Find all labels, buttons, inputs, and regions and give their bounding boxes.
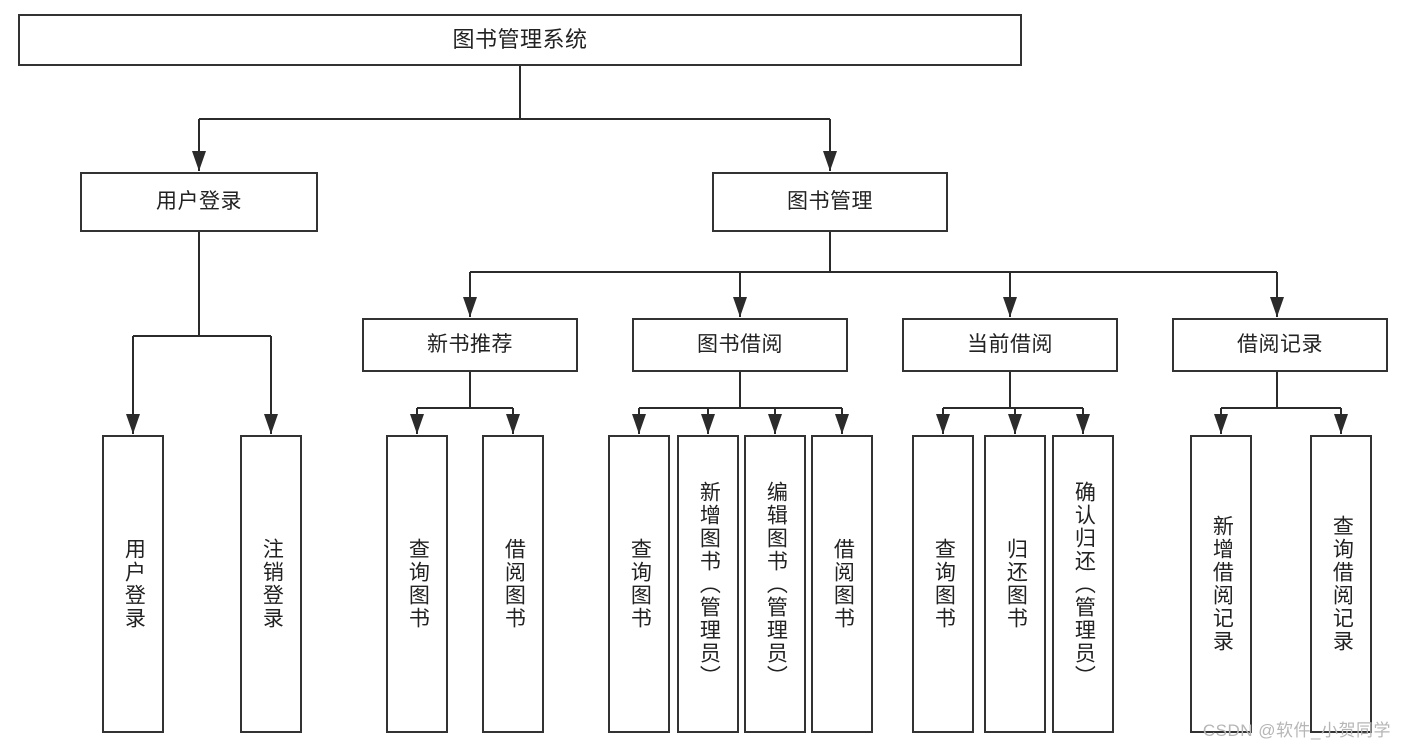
- node-label: 归还图书: [1004, 538, 1028, 630]
- node-label: 编辑图书（管理员）: [764, 480, 788, 688]
- node-leaf-add-book[interactable]: 新增图书（管理员）: [677, 435, 739, 733]
- node-label: 新增借阅记录: [1210, 515, 1234, 653]
- node-label: 查询图书: [932, 538, 956, 630]
- node-label: 注销登录: [260, 538, 284, 630]
- node-leaf-edit-book[interactable]: 编辑图书（管理员）: [744, 435, 806, 733]
- node-user-login[interactable]: 用户登录: [80, 172, 318, 232]
- node-new-book-recommend[interactable]: 新书推荐: [362, 318, 578, 372]
- node-label: 借阅图书: [502, 538, 526, 630]
- node-label: 查询图书: [406, 538, 430, 630]
- node-leaf-return-book[interactable]: 归还图书: [984, 435, 1046, 733]
- node-label: 新书推荐: [427, 332, 513, 356]
- node-label: 当前借阅: [967, 332, 1053, 356]
- node-label: 图书管理: [787, 189, 873, 213]
- node-leaf-user-login[interactable]: 用户登录: [102, 435, 164, 733]
- node-label: 借阅图书: [831, 538, 855, 630]
- node-leaf-query-book-3[interactable]: 查询图书: [912, 435, 974, 733]
- node-leaf-add-record[interactable]: 新增借阅记录: [1190, 435, 1252, 733]
- node-borrow-record[interactable]: 借阅记录: [1172, 318, 1388, 372]
- node-book-borrow[interactable]: 图书借阅: [632, 318, 848, 372]
- node-label: 用户登录: [122, 538, 146, 630]
- node-book-manage[interactable]: 图书管理: [712, 172, 948, 232]
- node-label: 查询借阅记录: [1330, 515, 1354, 653]
- node-leaf-confirm-return[interactable]: 确认归还（管理员）: [1052, 435, 1114, 733]
- node-leaf-borrow-book-2[interactable]: 借阅图书: [811, 435, 873, 733]
- node-label: 用户登录: [156, 189, 242, 213]
- node-label: 借阅记录: [1237, 332, 1323, 356]
- node-leaf-logout[interactable]: 注销登录: [240, 435, 302, 733]
- node-label: 新增图书（管理员）: [697, 480, 721, 688]
- node-root[interactable]: 图书管理系统: [18, 14, 1022, 66]
- node-label: 确认归还（管理员）: [1072, 480, 1096, 688]
- node-leaf-query-book-1[interactable]: 查询图书: [386, 435, 448, 733]
- node-leaf-query-record[interactable]: 查询借阅记录: [1310, 435, 1372, 733]
- node-leaf-borrow-book-1[interactable]: 借阅图书: [482, 435, 544, 733]
- node-leaf-query-book-2[interactable]: 查询图书: [608, 435, 670, 733]
- node-label: 图书管理系统: [452, 27, 588, 53]
- node-current-borrow[interactable]: 当前借阅: [902, 318, 1118, 372]
- node-label: 图书借阅: [697, 332, 783, 356]
- node-label: 查询图书: [628, 538, 652, 630]
